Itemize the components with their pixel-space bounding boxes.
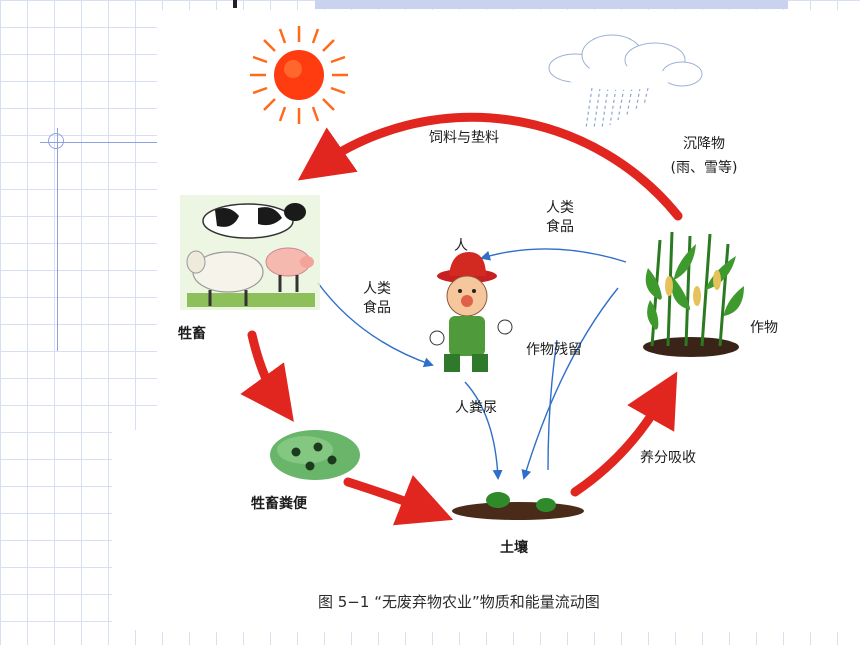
corn-icon	[643, 231, 744, 357]
label-feed: 饲料与垫料	[429, 130, 499, 146]
arrow-soil-to-crops	[570, 371, 678, 497]
label-human-waste: 人粪尿	[455, 400, 497, 416]
arrow-crop-residue	[521, 287, 619, 480]
arrow-human-waste	[464, 381, 503, 480]
label-livestock-manure: 牲畜粪便	[251, 496, 307, 512]
label-crop-residue: 作物残留	[526, 342, 582, 358]
arrow-residue-branch	[547, 339, 558, 471]
label-human-food-left-2: 食品	[363, 300, 391, 316]
label-precipitation: 沉降物	[683, 136, 725, 152]
arrow-manure-to-soil	[343, 474, 454, 526]
rain-cloud-icon	[548, 34, 703, 129]
arrow-livestock-to-human	[317, 282, 434, 368]
label-soil: 土壤	[500, 540, 528, 556]
cow-sheep-pig-icon	[180, 195, 320, 310]
arrow-crops-to-human	[480, 248, 627, 263]
label-human-food-top-2: 食品	[546, 219, 574, 235]
arrow-livestock-to-manure	[240, 330, 294, 422]
deco-horizontal-line	[40, 142, 158, 143]
label-human-food-top: 人类	[546, 200, 574, 216]
label-crops: 作物	[750, 320, 778, 336]
label-livestock: 牲畜	[178, 326, 206, 342]
label-nutrient-uptake: 养分吸收	[640, 450, 696, 466]
diagram-panel-lower	[112, 430, 262, 630]
label-human: 人	[454, 238, 468, 254]
deco-circle	[48, 133, 64, 149]
manure-icon	[270, 430, 360, 480]
soil-icon	[452, 492, 584, 520]
sun-icon	[250, 26, 348, 124]
flow-arrows	[317, 248, 627, 480]
label-human-food-left: 人类	[363, 281, 391, 297]
header-bar	[315, 0, 788, 9]
cycle-arrows	[240, 112, 683, 526]
arrow-feed	[297, 112, 683, 221]
figure-caption: 图 5−1 “无废弃物农业”物质和能量流动图	[318, 593, 600, 611]
header-tick	[233, 0, 237, 8]
label-precipitation-detail: (雨、雪等)	[670, 160, 738, 176]
farmer-icon	[429, 252, 513, 372]
deco-vertical-line	[57, 128, 58, 351]
